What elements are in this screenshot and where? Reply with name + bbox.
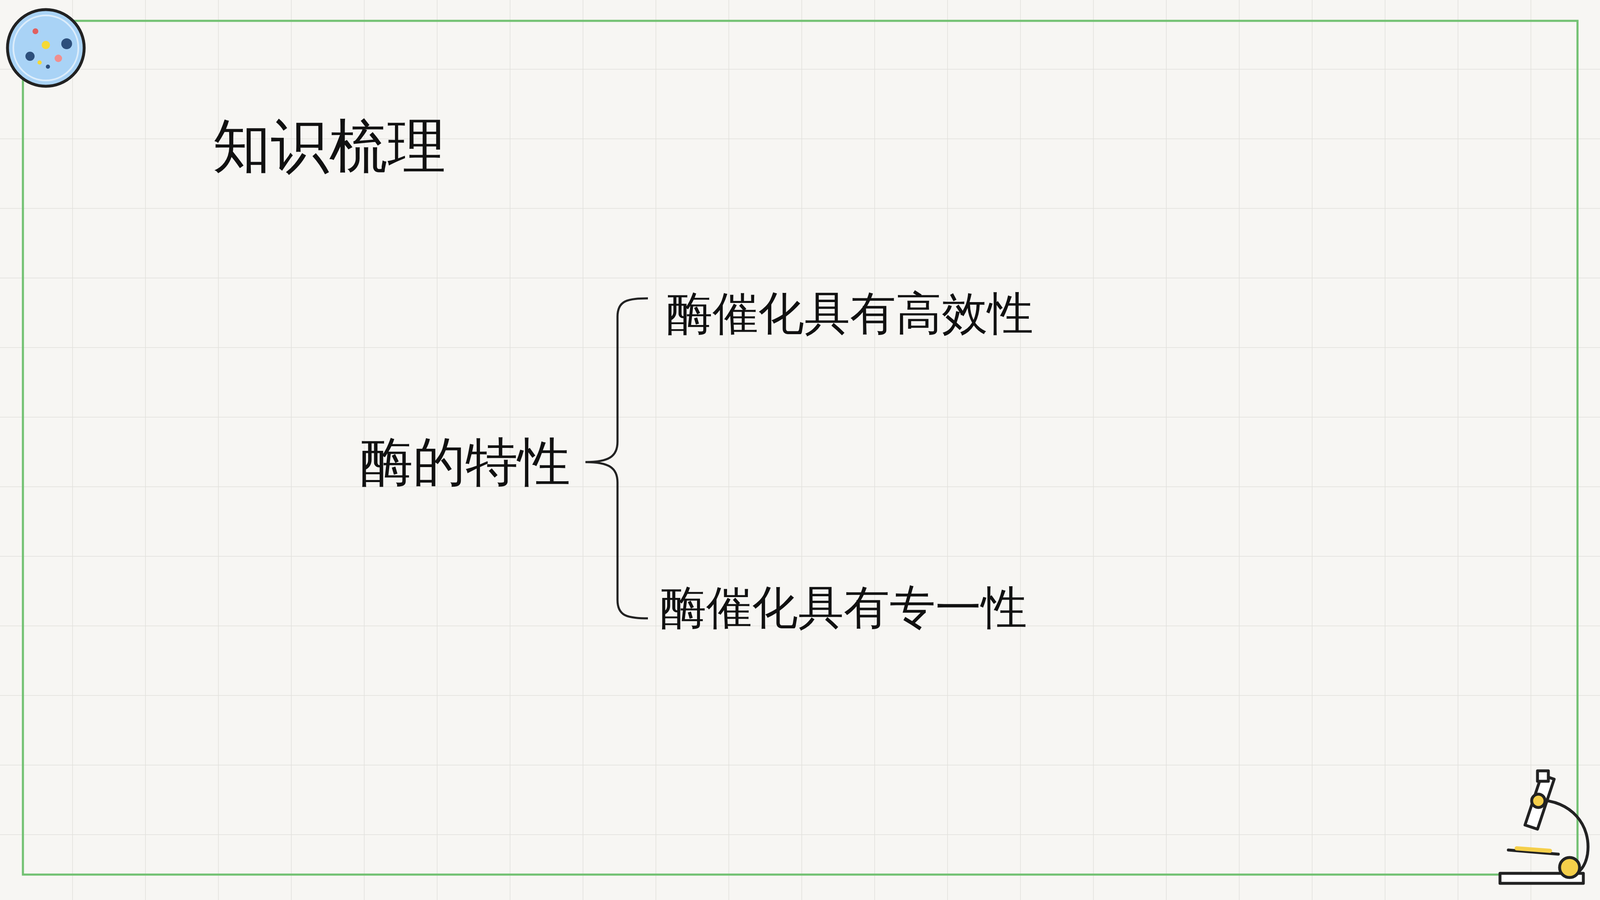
microscope-icon	[1500, 770, 1588, 884]
frame-border	[22, 20, 1578, 875]
topic-node: 酶的特性	[356, 429, 575, 495]
node-text: 酶催化具有专一性	[656, 578, 1032, 637]
petri-dish-icon	[7, 9, 85, 87]
brace	[585, 298, 648, 619]
topic-node: 酶催化具有专一性	[656, 578, 1032, 637]
slide-title: 知识梳理	[212, 112, 446, 180]
node-text: 酶催化具有高效性	[662, 284, 1038, 343]
topic-node: 酶催化具有高效性	[662, 284, 1038, 343]
node-text: 酶的特性	[356, 429, 575, 495]
